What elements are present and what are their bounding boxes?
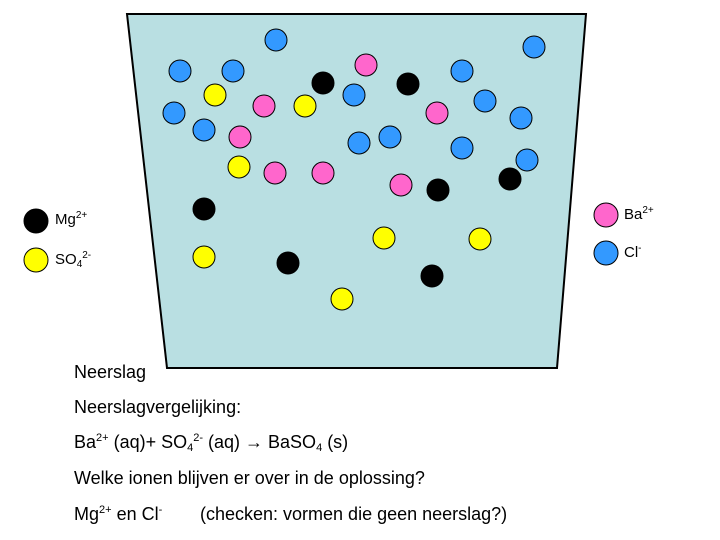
mg-ion — [427, 179, 449, 201]
cl-ion — [451, 60, 473, 82]
mg-ion — [499, 168, 521, 190]
question-text: Welke ionen blijven er over in de oploss… — [74, 469, 425, 487]
legend-cl-swatch — [594, 241, 618, 265]
ba-ion — [312, 162, 334, 184]
cl-ion — [193, 119, 215, 141]
ba-ion — [229, 126, 251, 148]
cl-ion — [163, 102, 185, 124]
ba-ion — [390, 174, 412, 196]
cl-ion — [379, 126, 401, 148]
cl-ion — [523, 36, 545, 58]
legend-mg-label: Mg2+ — [55, 212, 87, 227]
mg-ion — [312, 72, 334, 94]
cl-ion — [516, 149, 538, 171]
neerslag-label: Neerslag — [74, 363, 146, 381]
cl-ion — [343, 84, 365, 106]
cl-ion — [510, 107, 532, 129]
ba-ion — [253, 95, 275, 117]
answer-note: (checken: vormen die geen neerslag?) — [200, 505, 507, 523]
cl-ion — [222, 60, 244, 82]
so4-ion — [373, 227, 395, 249]
ba-ion — [355, 54, 377, 76]
so4-ion — [469, 228, 491, 250]
legend-so4-swatch — [24, 248, 48, 272]
legend-so4-label: SO42- — [55, 252, 91, 267]
legend-ba-label: Ba2+ — [624, 207, 654, 222]
cl-ion — [265, 29, 287, 51]
legend-ba-swatch — [594, 203, 618, 227]
mg-ion — [397, 73, 419, 95]
mg-ion — [193, 198, 215, 220]
cl-ion — [474, 90, 496, 112]
mg-ion — [421, 265, 443, 287]
cl-ion — [451, 137, 473, 159]
so4-ion — [331, 288, 353, 310]
so4-ion — [204, 84, 226, 106]
ba-ion — [264, 162, 286, 184]
cl-ion — [348, 132, 370, 154]
so4-ion — [228, 156, 250, 178]
mg-ion — [277, 252, 299, 274]
legend-cl-label: Cl- — [624, 245, 642, 260]
vergelijking-title: Neerslagvergelijking: — [74, 398, 241, 416]
so4-ion — [294, 95, 316, 117]
reaction-equation: Ba2+ (aq)+ SO42- (aq) → BaSO4 (s) — [74, 433, 348, 451]
legend-mg-swatch — [24, 209, 48, 233]
cl-ion — [169, 60, 191, 82]
ba-ion — [426, 102, 448, 124]
answer-text: Mg2+ en Cl- — [74, 505, 162, 523]
so4-ion — [193, 246, 215, 268]
